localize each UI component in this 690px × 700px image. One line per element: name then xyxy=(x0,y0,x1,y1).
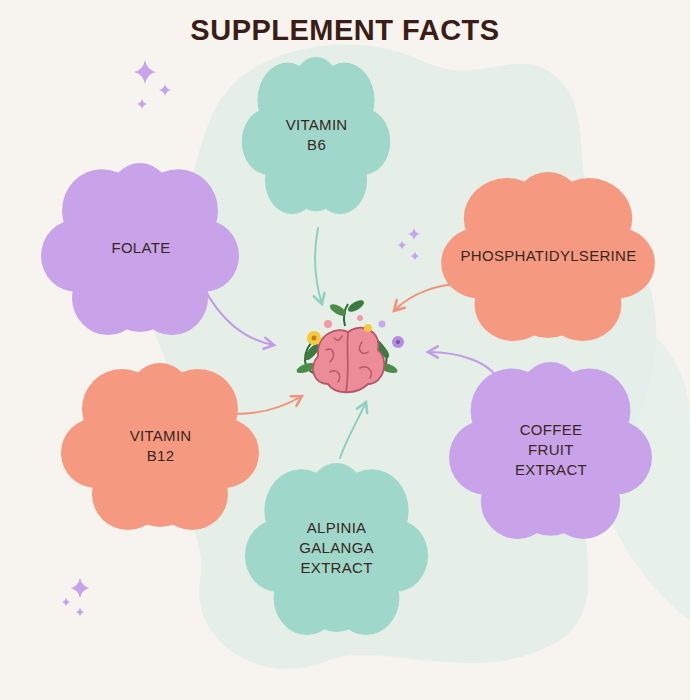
background-blob xyxy=(147,44,656,669)
cloud-shape xyxy=(60,361,260,531)
cloud-node: VITAMIN B6 xyxy=(241,55,391,215)
supplement-label: FOLATE xyxy=(110,238,171,258)
cloud-shape xyxy=(241,55,391,215)
supplement-label: COFFEE FRUIT EXTRACT xyxy=(514,420,588,481)
diagram-title: SUPPLEMENT FACTS xyxy=(0,14,690,47)
sparkle xyxy=(62,60,420,616)
cloud-node: ALPINIA GALANGA EXTRACT xyxy=(244,461,429,636)
brain-illustration xyxy=(295,298,404,392)
cloud-node: VITAMIN B12 xyxy=(60,361,260,531)
cloud-node: FOLATE xyxy=(40,161,240,336)
cloud-node: PHOSPHATIDYLSERINE xyxy=(440,170,656,342)
supplement-label: VITAMIN B6 xyxy=(285,115,348,156)
cloud-node: COFFEE FRUIT EXTRACT xyxy=(448,360,653,540)
supplement-label: VITAMIN B12 xyxy=(129,426,192,467)
supplement-label: ALPINIA GALANGA EXTRACT xyxy=(299,518,374,579)
supplement-label: PHOSPHATIDYLSERINE xyxy=(460,246,637,266)
